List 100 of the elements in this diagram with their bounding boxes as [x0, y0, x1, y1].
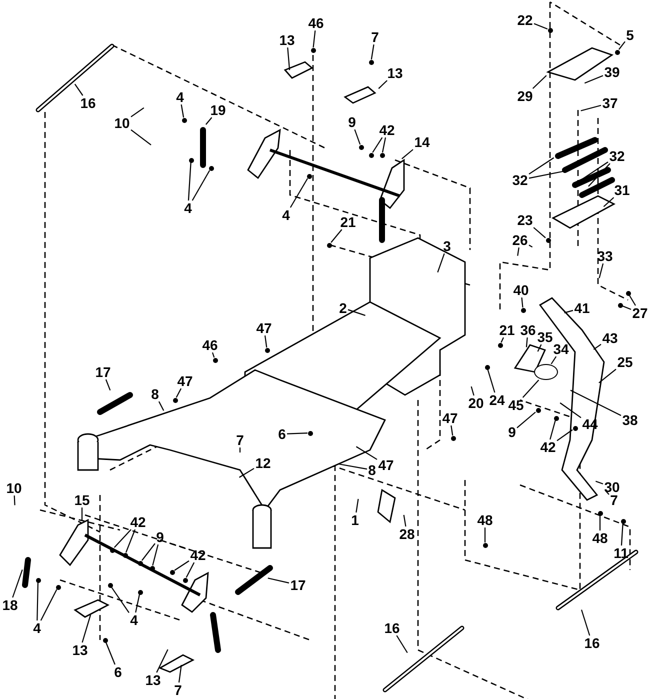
leader-line: [450, 425, 454, 436]
leader-line: [534, 23, 548, 30]
callout-number: 48: [476, 512, 494, 528]
leader-line: [152, 544, 159, 566]
callout-number: 28: [398, 526, 416, 542]
leader-line: [156, 649, 168, 673]
callout-number: 31: [613, 182, 631, 198]
leader-line: [81, 508, 83, 520]
fastener-part: [536, 408, 540, 412]
leader-line: [130, 129, 152, 146]
callout-number: 47: [176, 374, 194, 388]
leader-line: [588, 163, 610, 187]
fastener-part: [618, 302, 622, 308]
callout-number: 37: [601, 96, 619, 110]
leader-line: [599, 516, 601, 530]
leader-line: [564, 310, 574, 314]
leader-line: [180, 104, 184, 118]
callout-number: 4: [281, 208, 291, 222]
callout-number: 17: [289, 578, 307, 592]
fastener-part: [548, 28, 552, 32]
callout-number: 13: [71, 642, 89, 658]
fastener-part: [368, 152, 374, 158]
leader-line: [135, 594, 140, 613]
leader-line: [188, 162, 192, 201]
leader-line: [36, 582, 38, 621]
callout-number: 5: [625, 28, 635, 42]
leader-line: [206, 117, 212, 125]
fastener-part: [264, 348, 270, 352]
callout-number: 47: [441, 410, 459, 426]
callout-number: 29: [516, 88, 534, 104]
leader-line: [556, 429, 573, 442]
callout-number: 16: [383, 620, 401, 636]
callout-number: 4: [183, 200, 193, 216]
fastener-part: [358, 144, 364, 150]
callout-number: 15: [73, 492, 91, 508]
fastener-part: [208, 166, 214, 170]
callout-number: 34: [552, 342, 570, 356]
callout-number: 6: [113, 664, 123, 680]
leader-line: [268, 578, 290, 584]
leader-line: [622, 305, 632, 310]
callout-number: 3: [442, 238, 452, 254]
fastener-part: [110, 548, 114, 552]
leader-line: [500, 337, 504, 343]
leader-line: [40, 589, 58, 621]
leader-line: [550, 356, 557, 364]
fastener-part: [56, 584, 60, 590]
fastener-part: [620, 518, 626, 524]
leader-line: [618, 41, 626, 50]
callout-number: 4: [175, 90, 185, 104]
leader-line: [470, 386, 474, 396]
callout-number: 18: [1, 598, 19, 612]
callout-number: 30: [603, 480, 621, 494]
leader-line: [186, 562, 195, 578]
leader-line: [287, 47, 290, 70]
leader-line: [517, 247, 520, 256]
callout-number: 10: [5, 480, 23, 496]
fastener-part: [450, 436, 456, 440]
leader-line: [74, 84, 84, 96]
fastener-part: [138, 590, 142, 594]
callout-number: 35: [536, 330, 554, 344]
leader-line: [403, 514, 406, 527]
callout-number: 13: [386, 66, 404, 80]
leader-line: [550, 420, 556, 440]
leader-line: [176, 388, 182, 398]
fastener-part: [172, 398, 178, 402]
callout-number: 33: [596, 248, 614, 264]
fastener-part: [482, 542, 488, 548]
callout-number: 19: [209, 102, 227, 118]
fastener-part: [188, 158, 194, 162]
leader-line: [239, 448, 241, 452]
fastener-part: [36, 578, 40, 582]
callout-number: 7: [235, 432, 245, 448]
leader-line: [312, 30, 316, 48]
leader-line: [570, 390, 622, 416]
leader-line: [158, 401, 164, 411]
callout-number: 11: [612, 546, 630, 560]
leader-line: [192, 170, 210, 201]
leader-line: [537, 344, 542, 352]
leader-line: [560, 402, 582, 418]
leader-line: [580, 104, 602, 112]
leader-line: [528, 244, 533, 248]
leader-line: [401, 149, 414, 160]
callout-number: 1: [350, 512, 360, 528]
leader-line: [629, 295, 636, 306]
leader-line: [238, 468, 254, 478]
fastener-part: [170, 570, 174, 574]
leader-line: [620, 523, 624, 546]
fastener-part: [484, 364, 490, 370]
callout-number: 20: [467, 396, 485, 410]
callout-number: 4: [129, 612, 139, 628]
leader-line: [370, 44, 374, 60]
callout-number: 17: [94, 364, 112, 380]
callout-number: 26: [511, 232, 529, 248]
leader-line: [598, 368, 616, 384]
callout-number: 4: [32, 620, 42, 636]
fastener-part: [122, 552, 128, 558]
callout-number: 42: [378, 122, 396, 138]
leader-line: [595, 480, 604, 484]
leader-line: [604, 490, 610, 495]
leader-line: [264, 335, 268, 348]
